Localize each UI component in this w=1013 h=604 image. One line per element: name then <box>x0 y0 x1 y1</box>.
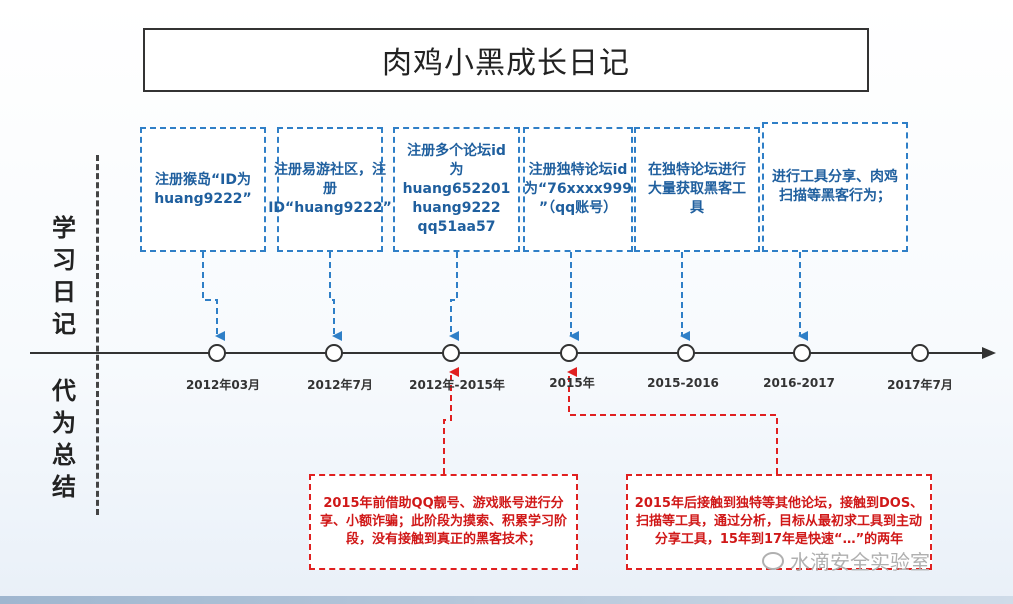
date-label-6: 2016-2017 <box>763 376 835 390</box>
event-box-2: 注册易游社区，注册ID“huang9222” <box>268 127 392 252</box>
timeline-arrowhead <box>982 347 996 359</box>
page-title: 肉鸡小黑成长日记 <box>143 28 869 92</box>
timeline-node-7 <box>911 344 929 362</box>
event-box-5: 在独特论坛进行大量获取黑客工具 <box>634 127 760 252</box>
timeline-node-3 <box>442 344 460 362</box>
side-label-summary: 代为总结 <box>52 377 76 501</box>
connector-1 <box>202 252 225 341</box>
connector-2 <box>329 252 342 341</box>
wechat-icon <box>762 551 784 570</box>
event-box-6: 进行工具分享、肉鸡扫描等黑客行为； <box>762 122 908 252</box>
event-box-3: 注册多个论坛id为huang652201 huang9222 qq51aa57 <box>393 127 520 252</box>
watermark-text: 水滴安全实验室 <box>790 550 930 574</box>
date-label-2: 2012年7月 <box>307 378 373 392</box>
summary-box-1: 2015年前借助QQ靓号、游戏账号进行分享、小额诈骗；此阶段为摸索、积累学习阶段… <box>309 474 578 570</box>
timeline-node-2 <box>325 344 343 362</box>
timeline-axis <box>30 352 985 354</box>
event-box-4: 注册独特论坛id为“76xxxx999 ”（qq账号） <box>523 127 633 252</box>
date-label-7: 2017年7月 <box>887 378 953 392</box>
bottom-decor-bar <box>0 596 1013 604</box>
timeline-node-5 <box>677 344 695 362</box>
divider-dashed-line <box>96 155 99 515</box>
date-label-5: 2015-2016 <box>647 376 719 390</box>
event-box-1: 注册猴岛“ID为huang9222” <box>140 127 266 252</box>
connector-red-2 <box>567 367 778 474</box>
date-label-3: 2012年-2015年 <box>409 378 505 392</box>
timeline-node-6 <box>793 344 811 362</box>
connector-red-1 <box>443 367 459 474</box>
watermark: 水滴安全实验室 <box>762 546 930 575</box>
date-label-4: 2015年 <box>549 376 595 390</box>
side-label-study-diary: 学习日记 <box>52 214 76 338</box>
date-label-1: 2012年03月 <box>185 378 261 392</box>
timeline-node-4 <box>560 344 578 362</box>
timeline-node-1 <box>208 344 226 362</box>
connector-3 <box>449 252 459 341</box>
